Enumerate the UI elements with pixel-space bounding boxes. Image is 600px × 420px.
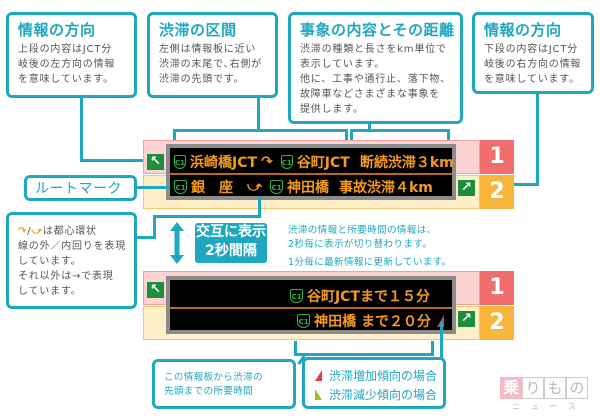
arrow-up-right-icon: ↗ xyxy=(458,180,475,196)
connector-line xyxy=(137,236,155,239)
route-c1-icon: C1 xyxy=(297,313,311,328)
connector-line xyxy=(137,186,169,189)
alternate-note: 渋滞の情報と所要時間の情報は、 2秒毎に表示が切り替わります。 1分毎に最新情報… xyxy=(288,225,452,268)
callout-body: 渋滞の種類と長さをkm単位で 表示しています。 他に、工事や通行止、落下物、 故… xyxy=(300,44,451,115)
connector-line xyxy=(350,129,353,143)
connector-line xyxy=(294,341,297,355)
callout-title: ルートマーク xyxy=(35,181,122,197)
event-text: 事故渋滞４km xyxy=(338,179,433,196)
from-point: 浜崎橋JCT xyxy=(190,154,258,171)
board-row-upper: C1 浜崎橋JCT ↷ C1 谷町JCT 断続渋滞３km xyxy=(170,151,454,172)
connector-line xyxy=(258,198,261,218)
trend-decrease-icon xyxy=(315,389,322,400)
connector-line xyxy=(257,97,260,130)
marker-two: 2 xyxy=(480,306,514,340)
connector-line xyxy=(431,341,434,356)
legend-increase: 渋滞増加傾向の場合 xyxy=(315,367,437,384)
row-divider xyxy=(170,173,452,175)
board-row-lower: C1 銀 座 ⤻ C1 神田橋 事故渋滞４km xyxy=(170,176,452,197)
connector-line xyxy=(173,129,176,143)
callout-body: ↷/⤻は都心環状 線の外／内回りを表現 しています。 それ以外は→で表現 してい… xyxy=(18,226,126,297)
arrow-up-right-icon: ↗ xyxy=(458,311,475,327)
inner-loop-icon: ⤻ xyxy=(247,178,262,195)
trend-increase-icon xyxy=(315,370,322,381)
connector-line xyxy=(153,215,261,218)
connector-line xyxy=(294,353,434,356)
connector-line xyxy=(80,159,146,162)
connector-line xyxy=(153,215,156,239)
connector-line xyxy=(173,129,348,132)
callout-section: 渋滞の区間 左側は情報板に近い 渋滞の末尾で､右側が 渋滞の先頭です。 xyxy=(147,12,278,98)
callout-trend-legend: 渋滞増加傾向の場合 渋滞減少傾向の場合 xyxy=(302,357,446,409)
double-arrow-icon xyxy=(170,222,184,264)
marker-one: 1 xyxy=(480,140,514,174)
route-c1-icon: C1 xyxy=(174,179,187,194)
route-c1-icon: C1 xyxy=(280,154,293,169)
connector-line xyxy=(345,129,348,143)
outer-loop-icon: ↷ xyxy=(18,226,28,237)
norimono-news-logo: 乗 り も の ニ ュ ー ス xyxy=(500,377,592,417)
to-point: 神田橋 xyxy=(286,179,329,196)
connector-line xyxy=(80,97,83,161)
trend-increase-icon xyxy=(437,314,444,327)
callout-title: 事象の内容とその距離 xyxy=(300,21,455,39)
connector-line xyxy=(447,129,450,143)
event-text: 断続渋滞３km xyxy=(359,154,454,171)
callout-direction-upper: 情報の方向 上段の内容はJCT分 岐後の左方向の情報 を意味しています。 xyxy=(6,12,137,98)
marker-one: 1 xyxy=(480,271,514,305)
sign-board-travel-time: C1 谷町JCTまで１５分 C1 神田橋 まで２０分 xyxy=(166,276,456,334)
arrow-up-left-icon: ↖ xyxy=(147,282,164,298)
from-point: 銀 座 xyxy=(191,179,233,196)
route-c1-icon: C1 xyxy=(174,154,187,169)
travel-time-text: 神田橋 まで２０分 xyxy=(314,313,431,330)
route-c1-icon: C1 xyxy=(269,179,283,194)
board-row-upper: C1 谷町JCTまで１５分 xyxy=(170,285,452,306)
callout-route-mark: ルートマーク xyxy=(24,175,137,201)
connector-line xyxy=(440,322,443,360)
legend-decrease: 渋滞減少傾向の場合 xyxy=(315,386,437,403)
connector-line xyxy=(368,123,371,131)
callout-title: 情報の方向 xyxy=(484,21,562,39)
inner-loop-icon: ⤻ xyxy=(31,226,43,237)
callout-title: 情報の方向 xyxy=(18,21,96,39)
callout-event: 事象の内容とその距離 渋滞の種類と長さをkm単位で 表示しています。 他に、工事… xyxy=(288,12,463,124)
callout-body: 左側は情報板に近い 渋滞の末尾で､右側が 渋滞の先頭です。 xyxy=(159,44,262,85)
board-row-lower: C1 神田橋 まで２０分 xyxy=(170,310,452,331)
arrow-up-left-icon: ↖ xyxy=(147,154,164,170)
marker-two: 2 xyxy=(480,175,514,209)
alternate-display-badge: 交互に表示 2秒間隔 xyxy=(195,223,267,263)
callout-loop-direction: ↷/⤻は都心環状 線の外／内回りを表現 しています。 それ以外は→で表現 してい… xyxy=(6,212,137,309)
route-c1-icon: C1 xyxy=(289,288,303,303)
outer-loop-icon: ↷ xyxy=(261,153,273,170)
connector-line xyxy=(536,93,539,185)
callout-travel-time: この情報板から渋滞の 先頭までの所要時間 xyxy=(152,359,296,409)
callout-body: この情報板から渋滞の 先頭までの所要時間 xyxy=(164,372,264,397)
to-point: 谷町JCT xyxy=(296,154,350,171)
row-divider xyxy=(170,307,452,309)
sign-board-congestion: C1 浜崎橋JCT ↷ C1 谷町JCT 断続渋滞３km C1 銀 座 ⤻ C1… xyxy=(166,144,456,200)
callout-body: 下段の内容はJCT分 岐後の右方向の情報 を意味しています。 xyxy=(484,44,582,85)
travel-time-text: 谷町JCTまで１５分 xyxy=(306,288,430,305)
callout-direction-lower: 情報の方向 下段の内容はJCT分 岐後の右方向の情報 を意味しています。 xyxy=(472,12,594,94)
connector-line xyxy=(350,129,450,132)
callout-title: 渋滞の区間 xyxy=(159,21,237,39)
callout-body: 上段の内容はJCT分 岐後の左方向の情報 を意味しています。 xyxy=(18,44,116,85)
